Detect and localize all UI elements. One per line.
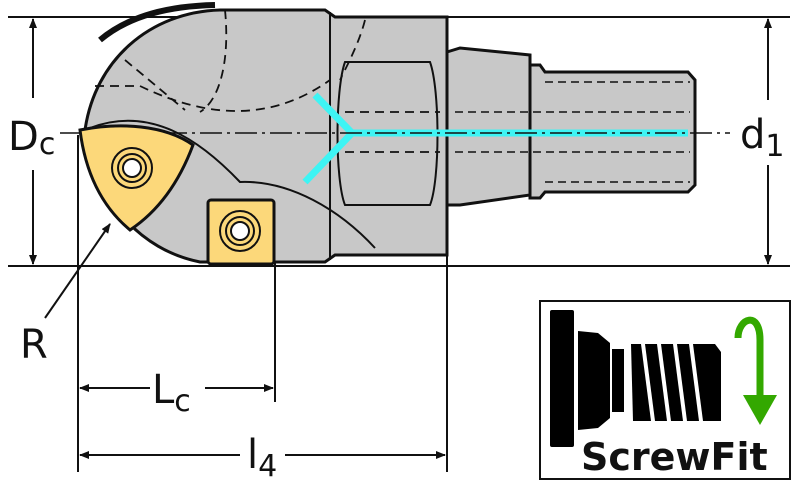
- wrench-flat: [336, 61, 439, 206]
- green-rotate-arrow-icon: [734, 316, 764, 395]
- screw-thread-icon: [631, 344, 721, 421]
- d1-label: d1: [740, 112, 784, 164]
- screwfit-logo: ScrewFit: [539, 300, 791, 480]
- shank: [445, 46, 697, 207]
- dimension-arrows: [29, 18, 772, 459]
- lc-label: Lc: [152, 367, 191, 419]
- l4-label: l4: [247, 432, 277, 484]
- square-insert: [206, 198, 276, 266]
- shank-taper: [445, 46, 532, 207]
- r-label: R: [20, 322, 48, 368]
- dc-label: Dc: [8, 114, 55, 162]
- r-leader: [44, 223, 111, 319]
- screwfit-text: ScrewFit: [581, 435, 768, 479]
- round-insert: [78, 124, 195, 232]
